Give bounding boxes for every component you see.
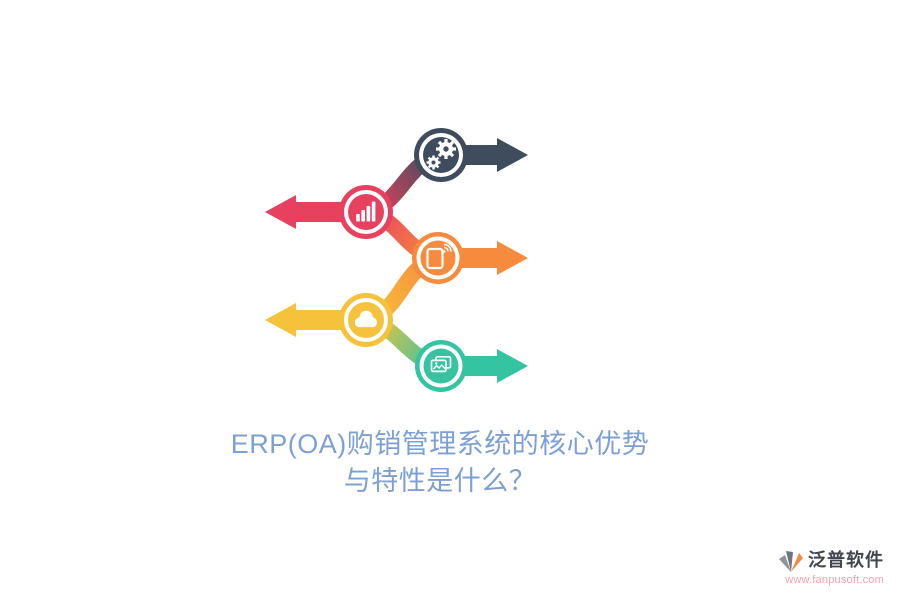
node-gallery <box>415 340 467 392</box>
node-tablet <box>412 232 464 284</box>
title-line-1: ERP(OA)购销管理系统的核心优势 <box>230 429 650 459</box>
brand-website: www.fanpusoft.com <box>785 574 884 586</box>
arrow-left-bar-chart <box>265 195 362 229</box>
node-bar-chart <box>339 185 393 239</box>
tablet-signal-icon <box>426 243 452 270</box>
title-line-2: 与特性是什么？ <box>343 466 537 496</box>
fanpu-logo-icon <box>779 551 803 572</box>
node-gears <box>414 128 468 182</box>
cloud-icon <box>354 310 377 328</box>
page-title: ERP(OA)购销管理系统的核心优势 与特性是什么？ <box>0 426 880 500</box>
node-cloud <box>339 293 393 347</box>
arrow-left-cloud <box>265 303 362 337</box>
gallery-icon <box>430 355 452 373</box>
brand-footer: 泛普软件 www.fanpusoft.com <box>779 545 884 586</box>
gears-icon <box>426 139 456 170</box>
brand-row: 泛普软件 <box>779 545 884 573</box>
brand-name: 泛普软件 <box>808 550 884 570</box>
bar-chart-icon <box>356 201 376 222</box>
arrow-right-tablet <box>445 241 528 275</box>
arrow-right-gallery <box>445 349 528 383</box>
